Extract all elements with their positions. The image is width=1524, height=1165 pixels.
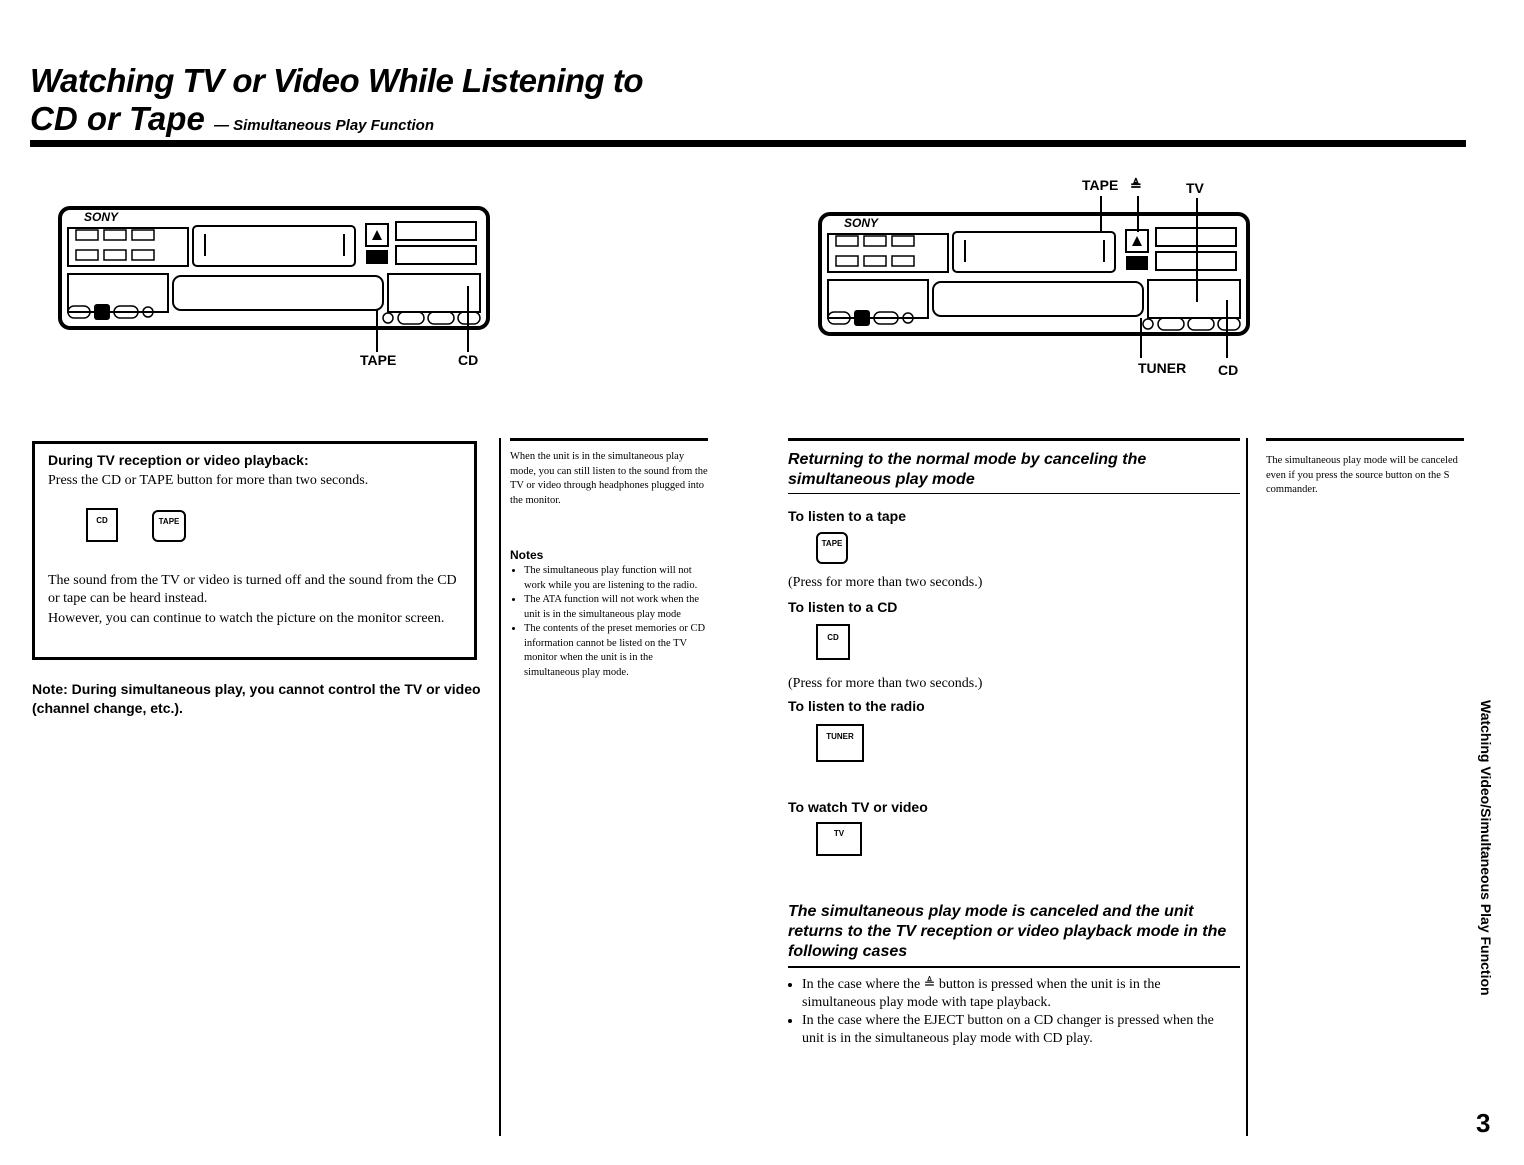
tape-heading: To listen to a tape bbox=[788, 508, 906, 524]
tv-key-label: TV bbox=[833, 829, 845, 838]
tape-key-icon: TAPE bbox=[152, 510, 186, 542]
label-tv-right: TV bbox=[1186, 180, 1204, 196]
cd-key-label-2: CD bbox=[827, 633, 839, 642]
device-illustration-left: SONY bbox=[58, 206, 490, 330]
callout-line-cd bbox=[467, 286, 469, 352]
tape-key-label-2: TAPE bbox=[821, 539, 843, 548]
page-title: Watching TV or Video While Listening to bbox=[30, 62, 644, 99]
page-title-line2: CD or Tape — Simultaneous Play Function bbox=[30, 100, 434, 138]
callout-line-eject-right bbox=[1137, 196, 1139, 232]
canceled-list: In the case where the ≜ button is presse… bbox=[788, 976, 1233, 1048]
cd-key-icon: CD bbox=[86, 508, 118, 542]
page-subtitle: — Simultaneous Play Function bbox=[213, 117, 434, 134]
returning-sub-rule bbox=[788, 493, 1240, 494]
box-instruction: Press the CD or TAPE button for more tha… bbox=[48, 473, 369, 488]
tv-heading: To watch TV or video bbox=[788, 799, 928, 815]
returning-top-rule bbox=[788, 438, 1240, 441]
canceled-rule bbox=[788, 966, 1240, 968]
cd-press-note: (Press for more than two seconds.) bbox=[788, 676, 983, 691]
callout-line-tv-right bbox=[1196, 198, 1198, 302]
radio-heading: To listen to the radio bbox=[788, 698, 925, 714]
side-tab: Watching Video/Simultaneous Play Functio… bbox=[1470, 700, 1500, 1030]
tape-key-icon-2: TAPE bbox=[816, 532, 848, 564]
label-tape-left: TAPE bbox=[360, 352, 397, 368]
device-illustration-right: SONY bbox=[818, 212, 1250, 336]
callout-line-cd-right bbox=[1226, 300, 1228, 358]
notes-heading: Notes bbox=[510, 548, 544, 562]
notes-list: The simultaneous play function will not … bbox=[510, 564, 708, 680]
brand-logo-right: SONY bbox=[844, 216, 879, 230]
note: Note: During simultaneous play, you cann… bbox=[32, 680, 482, 718]
tape-press-note: (Press for more than two seconds.) bbox=[788, 575, 983, 590]
page-number: 3 bbox=[1476, 1108, 1491, 1138]
note-item: The simultaneous play function will not … bbox=[524, 564, 708, 593]
cd-key-icon-2: CD bbox=[816, 624, 850, 660]
label-cd-right: CD bbox=[1218, 362, 1239, 378]
middle-col-rule bbox=[510, 438, 708, 441]
brand-logo: SONY bbox=[84, 210, 119, 224]
car-stereo-left-svg bbox=[58, 206, 490, 330]
cd-heading: To listen to a CD bbox=[788, 599, 898, 615]
canceled-item: In the case where the EJECT button on a … bbox=[802, 1012, 1233, 1048]
note-item: The ATA function will not work when the … bbox=[524, 593, 708, 622]
box-paragraph-2: However, you can continue to watch the p… bbox=[48, 611, 445, 626]
callout-line-tuner-right bbox=[1140, 318, 1142, 358]
right-col-rule bbox=[1266, 438, 1464, 441]
tuner-key-icon: TUNER bbox=[816, 724, 864, 762]
box-heading: During TV reception or video playback: bbox=[48, 452, 309, 468]
label-tape-right: TAPE bbox=[1082, 177, 1119, 193]
label-tuner-right: TUNER bbox=[1138, 360, 1187, 376]
label-cd-left: CD bbox=[458, 352, 479, 368]
note-item: The contents of the preset memories or C… bbox=[524, 622, 708, 680]
tv-key-icon: TV bbox=[816, 822, 862, 856]
middle-intro: When the unit is in the simultaneous pla… bbox=[510, 451, 708, 506]
note-label: Note: bbox=[32, 681, 68, 697]
callout-line-tape-right bbox=[1100, 196, 1102, 232]
title-rule bbox=[30, 140, 1466, 147]
tape-key-label: TAPE bbox=[158, 517, 180, 526]
page-title-main: CD or Tape bbox=[30, 100, 205, 137]
cd-key-label: CD bbox=[96, 516, 108, 525]
tuner-key-label: TUNER bbox=[826, 732, 854, 741]
box-paragraph-1: The sound from the TV or video is turned… bbox=[48, 573, 457, 606]
car-stereo-right-svg bbox=[818, 212, 1250, 336]
column-divider-1 bbox=[499, 438, 501, 1136]
canceled-heading: The simultaneous play mode is canceled a… bbox=[788, 903, 1227, 960]
right-col-text: The simultaneous play mode will be cance… bbox=[1266, 455, 1458, 495]
canceled-item: In the case where the ≜ button is presse… bbox=[802, 976, 1233, 1012]
column-divider-2 bbox=[1246, 438, 1248, 1136]
callout-line-tape bbox=[376, 310, 378, 352]
side-tab-label: Watching Video/Simultaneous Play Functio… bbox=[1478, 700, 1494, 996]
returning-heading: Returning to the normal mode by cancelin… bbox=[788, 451, 1147, 488]
label-eject-right: ≜ bbox=[1130, 177, 1142, 193]
instruction-box bbox=[32, 441, 477, 660]
note-text: During simultaneous play, you cannot con… bbox=[32, 681, 481, 716]
